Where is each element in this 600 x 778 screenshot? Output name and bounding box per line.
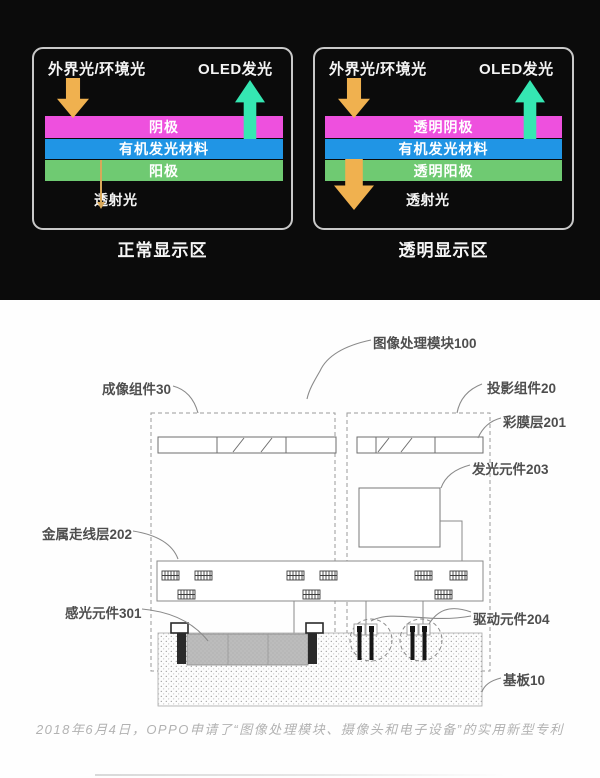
- anode-layer: 阳极: [45, 160, 283, 181]
- ambient-light-arrow-icon: [57, 78, 89, 118]
- patent-figure-section: 图像处理模块100 成像组件30 投影组件20 彩膜层201 发光元件203 金…: [0, 300, 600, 778]
- label-imaging-assembly: 成像组件30: [102, 382, 172, 397]
- normal-display-caption: 正常显示区: [117, 241, 208, 260]
- oled-principle-banner: 外界光/环境光 OLED发光 阴极 有机发光材料 阳极 透射光 正常显示区 外界…: [0, 0, 600, 300]
- patent-caption: 2018年6月4日，OPPO申请了“图像处理模块、摄像头和电子设备”的实用新型专…: [35, 722, 565, 737]
- color-film-layer: [157, 436, 484, 454]
- leader-lines: [132, 339, 502, 693]
- label-metal-wiring-layer: 金属走线层202: [42, 527, 133, 542]
- transmitted-light-arrow-icon: [97, 160, 105, 209]
- organic-layer: 有机发光材料: [45, 139, 283, 159]
- transparent-display-caption: 透明显示区: [398, 241, 489, 260]
- photosensitive-element: [170, 622, 324, 666]
- label-photosensitive-element: 感光元件301: [65, 606, 142, 621]
- transparent-cathode-layer: 透明阴极: [325, 116, 562, 138]
- cathode-layer: 阴极: [45, 116, 283, 138]
- label-projection-assembly: 投影组件20: [487, 381, 557, 396]
- transmitted-light-label: 透射光: [406, 192, 450, 208]
- patent-figure: [132, 339, 502, 707]
- ambient-light-label: 外界光/环境光: [329, 61, 427, 78]
- ambient-light-arrow-icon: [338, 78, 370, 118]
- label-light-emitting-element: 发光元件203: [472, 462, 549, 477]
- label-substrate: 基板10: [503, 673, 546, 688]
- label-color-film-layer: 彩膜层201: [503, 415, 567, 430]
- oled-emission-label: OLED发光: [479, 61, 554, 78]
- driving-elements: [349, 618, 443, 662]
- ambient-light-label: 外界光/环境光: [48, 61, 146, 78]
- oled-emission-label: OLED发光: [198, 61, 273, 78]
- label-image-processing-module: 图像处理模块100: [373, 336, 477, 351]
- transparent-anode-layer: 透明阳极: [325, 160, 562, 181]
- label-driving-element: 驱动元件204: [473, 612, 550, 627]
- organic-layer: 有机发光材料: [325, 139, 562, 159]
- normal-display-panel: 外界光/环境光 OLED发光 阴极 有机发光材料 阳极 透射光: [32, 47, 293, 230]
- light-emitting-element-box: [358, 487, 441, 548]
- next-image-edge: [95, 774, 507, 776]
- transparent-display-panel: 外界光/环境光 OLED发光 透明阴极 有机发光材料 透明阳极 透射光: [313, 47, 574, 230]
